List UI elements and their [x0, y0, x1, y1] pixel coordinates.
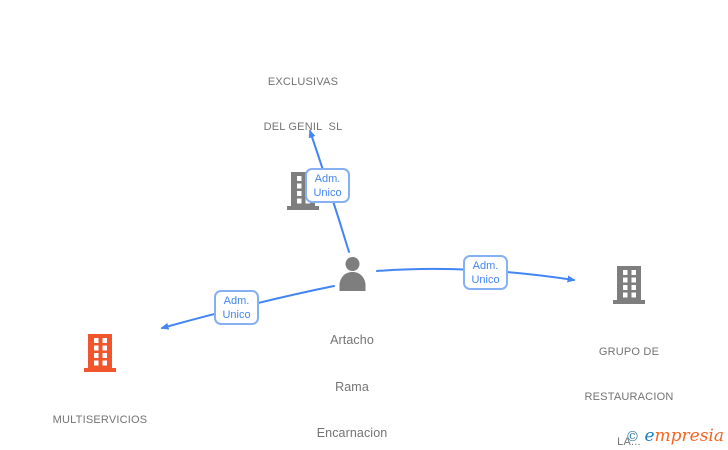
edge-label-line: Adm. — [314, 172, 341, 185]
node-exclusivas-del-genil[interactable]: EXCLUSIVAS DEL GENIL SL — [228, 45, 378, 215]
node-label-line: EXCLUSIVAS — [267, 76, 339, 88]
edge-label-line: Unico — [313, 186, 342, 199]
building-icon — [612, 266, 646, 309]
node-label: Artacho Rama Encarnacion — [317, 302, 388, 450]
node-label: EXCLUSIVAS DEL GENIL SL — [264, 45, 343, 165]
node-label-line: LA... — [617, 436, 641, 448]
edge-label-line: Unico — [471, 273, 500, 286]
node-label-line: GRUPO DE — [598, 346, 660, 358]
node-label-line: Artacho — [330, 333, 374, 347]
logo-initial: e — [644, 426, 655, 446]
node-grupo-de-restauracion[interactable]: GRUPO DE RESTAURACION LA... — [554, 266, 704, 450]
node-label-line: MULTISERVICIOS — [52, 414, 148, 426]
edge-label-line: Adm. — [223, 294, 250, 307]
copyright-icon: © — [625, 429, 640, 445]
node-label-line: Rama — [335, 379, 369, 394]
node-multiservicios-la-esperanza[interactable]: MULTISERVICIOS LA ESPERANZA... — [25, 334, 175, 450]
logo-rest: mpresia — [654, 426, 725, 446]
edge-label-adm-unico-exclusivas[interactable]: Adm. Unico — [305, 168, 350, 203]
node-label-line: Encarnacion — [316, 426, 388, 440]
empresia-logo-text: empresia — [644, 426, 724, 446]
building-icon — [83, 334, 117, 377]
node-label: GRUPO DE RESTAURACION LA... — [585, 315, 674, 450]
node-label-line: DEL GENIL SL — [263, 121, 343, 133]
edge-label-adm-unico-grupo[interactable]: Adm. Unico — [463, 255, 508, 290]
edge-label-line: Unico — [222, 308, 251, 321]
edge-label-adm-unico-multiservicios[interactable]: Adm. Unico — [214, 290, 259, 325]
edge-label-line: Adm. — [472, 259, 499, 272]
node-label-line: RESTAURACION — [584, 391, 674, 403]
empresia-watermark[interactable]: © empresia — [625, 426, 724, 446]
node-label: MULTISERVICIOS LA ESPERANZA... — [53, 383, 148, 450]
person-icon — [336, 256, 369, 296]
node-person-artacho-rama[interactable]: Artacho Rama Encarnacion — [277, 256, 427, 450]
